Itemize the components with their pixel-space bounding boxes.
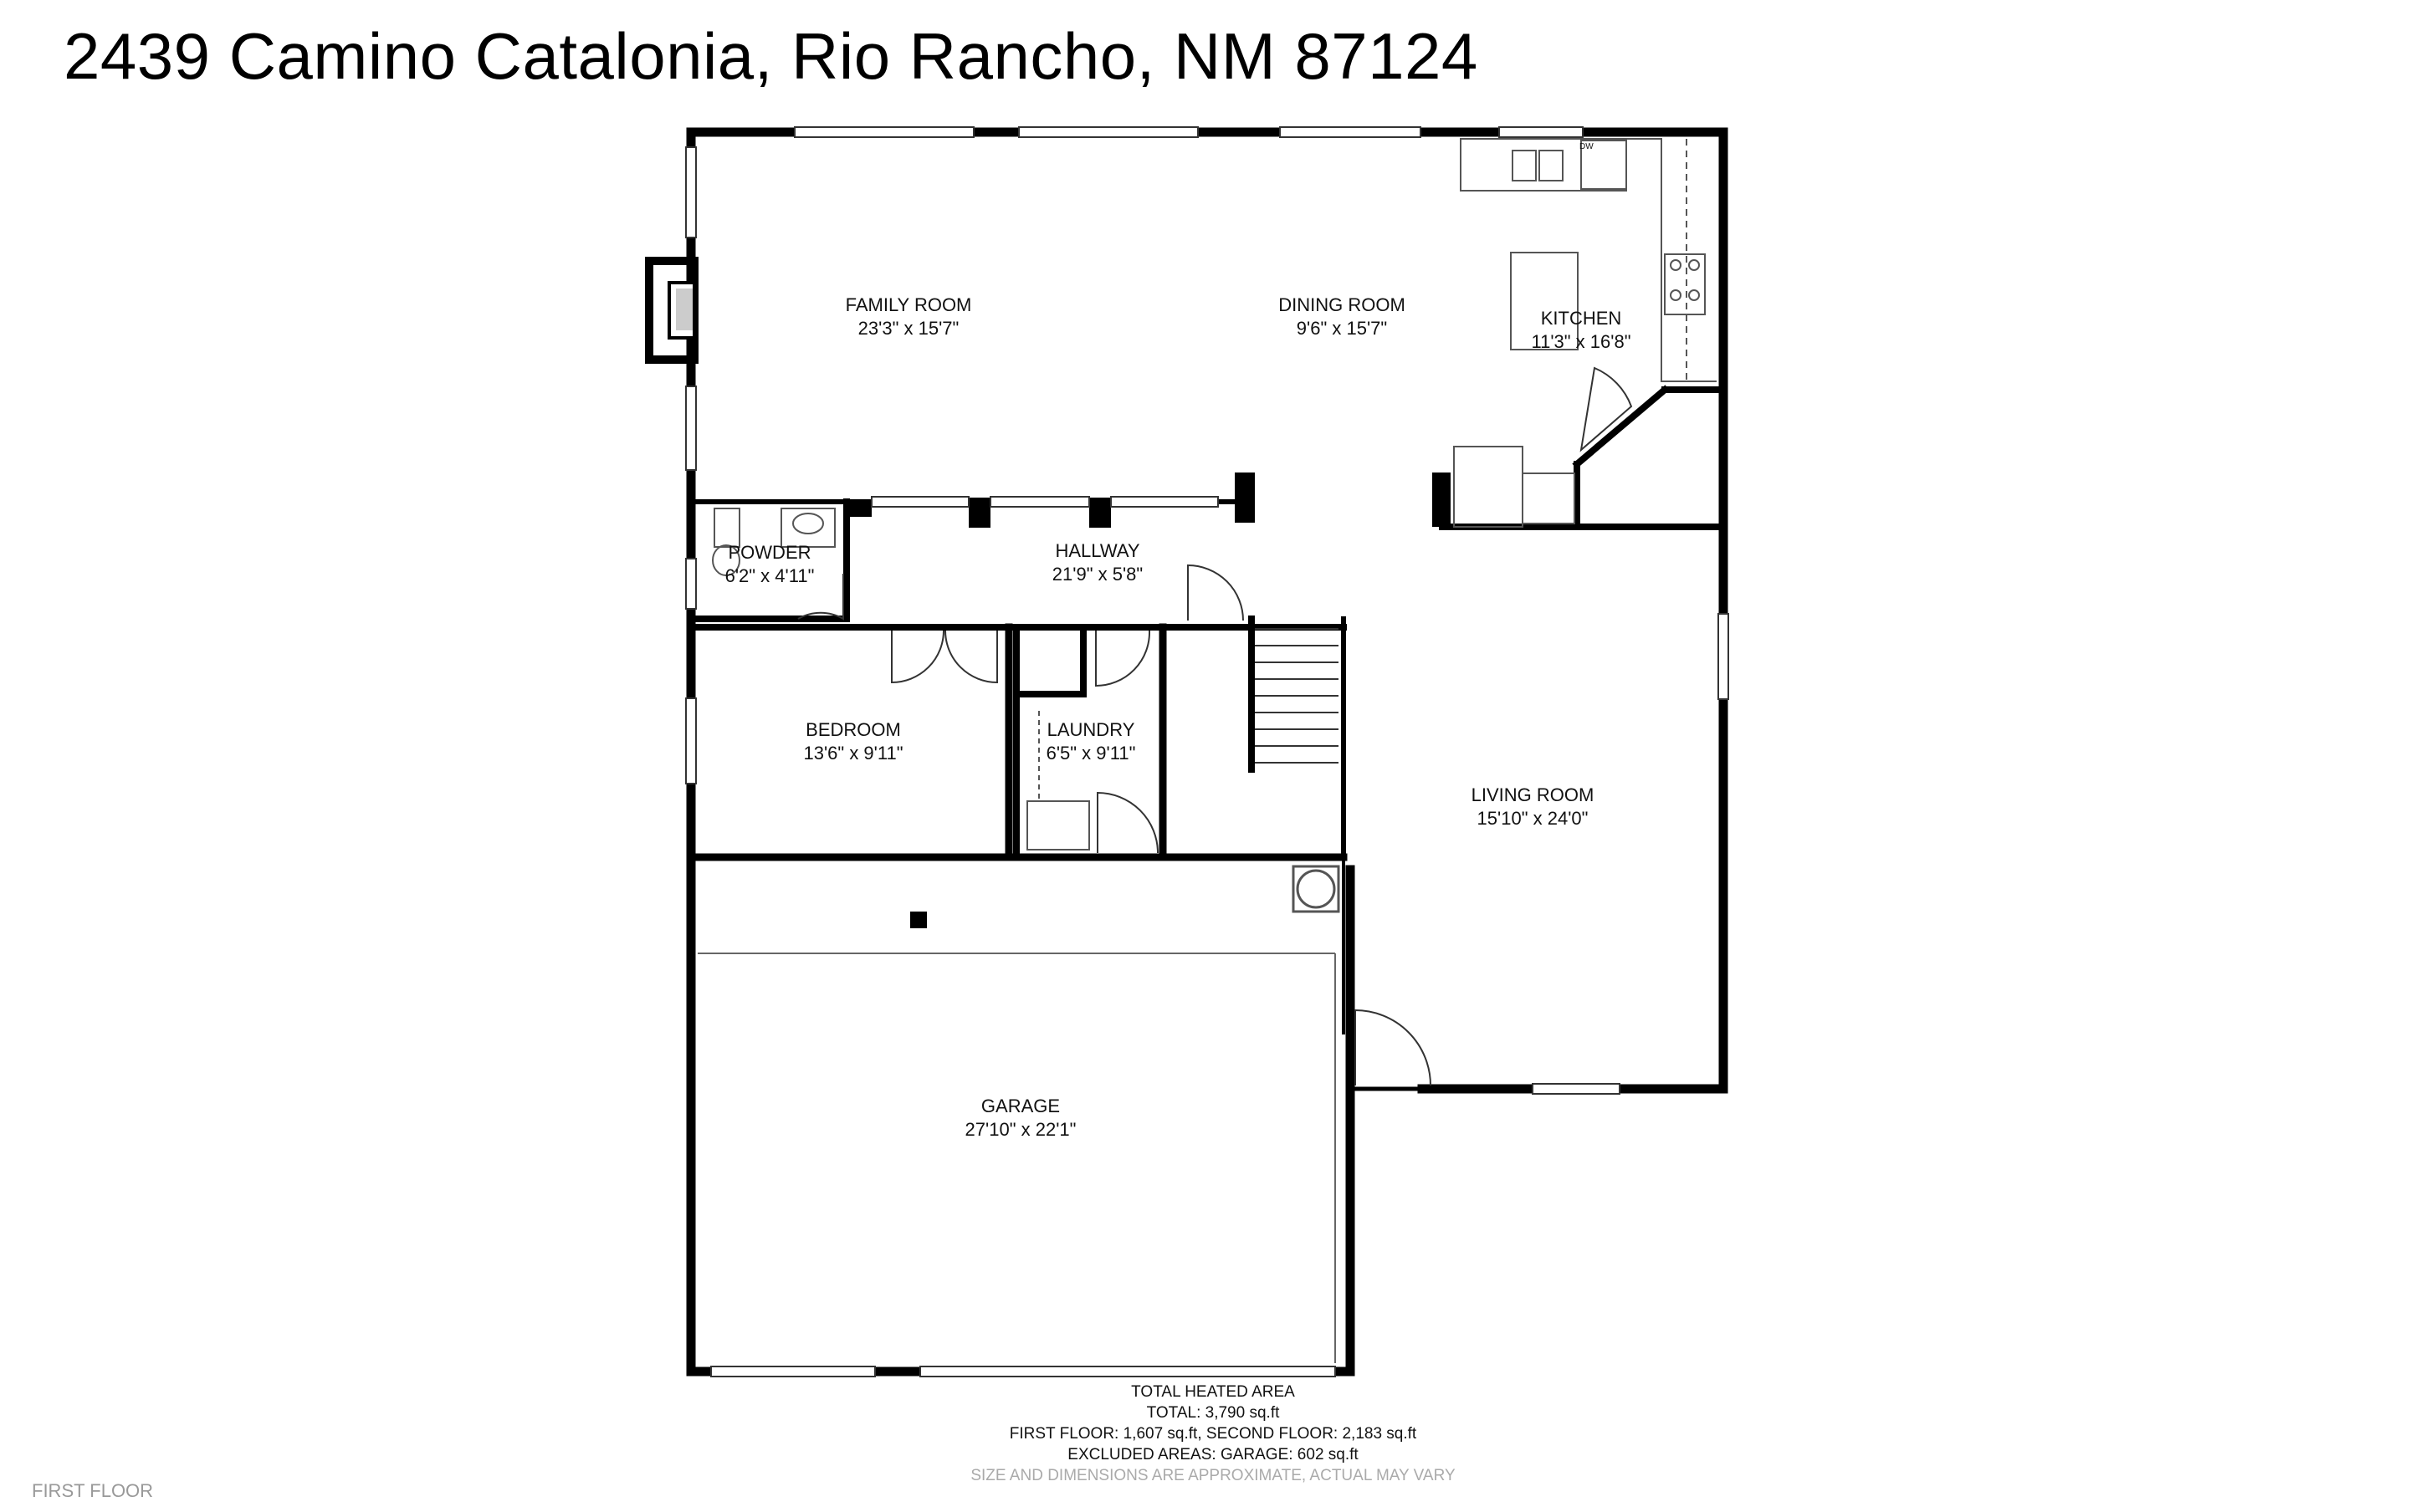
plan-title: 2439 Camino Catalonia, Rio Rancho, NM 87… <box>64 19 1478 93</box>
room-labels: FAMILY ROOM 23'3" x 15'7" DINING ROOM 9'… <box>725 294 1631 1140</box>
room-dims-hallway: 21'9" x 5'8" <box>1052 564 1143 585</box>
room-dims-powder: 6'2" x 4'11" <box>725 565 815 586</box>
wall-stubs <box>845 472 1451 928</box>
room-dims-dining-room: 9'6" x 15'7" <box>1297 318 1387 339</box>
room-name-hallway: HALLWAY <box>1055 540 1139 561</box>
door-swings <box>797 366 1633 1086</box>
room-name-dining-room: DINING ROOM <box>1278 294 1405 315</box>
room-dims-bedroom: 13'6" x 9'11" <box>803 743 903 764</box>
room-name-family-room: FAMILY ROOM <box>846 294 972 315</box>
summary-total: TOTAL: 3,790 sq.ft <box>1146 1404 1280 1422</box>
area-summary: TOTAL HEATED AREA TOTAL: 3,790 sq.ft FIR… <box>837 1382 1589 1486</box>
garage-details <box>698 953 1336 1363</box>
stairs <box>1255 628 1338 764</box>
room-dims-living-room: 15'10" x 24'0" <box>1477 808 1589 829</box>
room-dims-kitchen: 11'3" x 16'8" <box>1531 331 1630 352</box>
dishwasher-label: DW <box>1579 142 1594 151</box>
summary-disclaimer: SIZE AND DIMENSIONS ARE APPROXIMATE, ACT… <box>970 1467 1456 1484</box>
room-name-garage: GARAGE <box>981 1096 1060 1116</box>
room-name-living-room: LIVING ROOM <box>1472 784 1594 805</box>
laundry-fixtures <box>1026 711 1090 850</box>
floor-label: FIRST FLOOR <box>32 1480 154 1501</box>
kitchen-fixtures <box>1453 138 1717 528</box>
room-name-kitchen: KITCHEN <box>1541 308 1622 329</box>
summary-heading: TOTAL HEATED AREA <box>1131 1383 1295 1401</box>
summary-floors: FIRST FLOOR: 1,607 sq.ft, SECOND FLOOR: … <box>1009 1425 1417 1443</box>
room-dims-laundry: 6'5" x 9'11" <box>1047 743 1136 764</box>
room-name-bedroom: BEDROOM <box>806 719 901 740</box>
windows <box>685 126 1729 1377</box>
room-dims-family-room: 23'3" x 15'7" <box>858 318 960 339</box>
room-dims-garage: 27'10" x 22'1" <box>965 1119 1077 1140</box>
fireplace <box>645 257 699 364</box>
water-heater <box>1292 865 1340 913</box>
summary-excluded: EXCLUDED AREAS: GARAGE: 602 sq.ft <box>1067 1446 1359 1463</box>
room-name-laundry: LAUNDRY <box>1047 719 1135 740</box>
powder-fixtures <box>712 508 836 576</box>
room-name-powder: POWDER <box>729 542 811 563</box>
